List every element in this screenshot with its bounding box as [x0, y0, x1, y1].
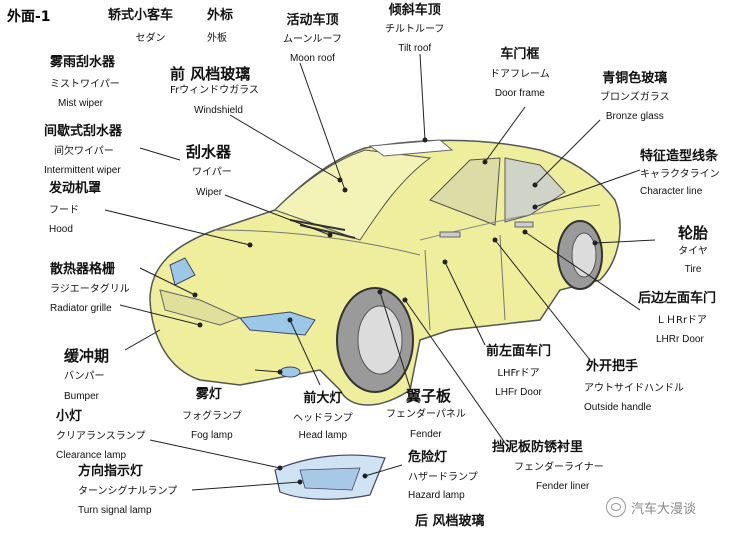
fog-lamp-shape: [279, 366, 301, 378]
label-hood: 发动机罩 フード Hood: [49, 181, 102, 236]
label-door-frame: 车门框 ドアフレーム Door frame: [490, 47, 550, 100]
label-fender-liner: 挡泥板防锈衬里 フェンダーライナー Fender liner: [492, 440, 604, 493]
label-windshield: 前 风档玻璃 Frウィンドウガラス Windshield: [170, 65, 259, 116]
door-line: [424, 234, 506, 331]
label-tire: 轮胎 タイヤ Tire: [678, 224, 709, 275]
front-side-window: [429, 157, 501, 226]
label-rear-door: 后边左面车门 ＬＨRrドア LHRr Door: [638, 291, 717, 346]
label-bumper: 缓冲期 バンパー Bumper: [64, 347, 110, 402]
label-rear-windshield: 后 风档玻璃: [415, 514, 485, 529]
label-hazard-lamp: 危险灯 ハザードランプ Hazard lamp: [408, 450, 478, 502]
left-headlamp: [169, 257, 196, 286]
grille: [159, 289, 242, 326]
label-front-door: 前左面车门 LHFrドア LHFr Door: [486, 344, 552, 399]
label-bronze-glass: 青铜色玻璃 ブロンズガラス Bronze glass: [600, 71, 670, 123]
leader-dots: [192, 137, 598, 485]
label-intermittent-wiper: 间歇式刮水器 间欠ワイパー Intermittent wiper: [44, 124, 123, 177]
label-clearance-lamp: 小灯 クリアランスランプ Clearance lamp: [56, 409, 146, 462]
watermark: 汽车大漫谈: [606, 497, 696, 517]
label-tilt-roof: 倾斜车顶 チルトルーフ Tilt roof: [385, 3, 445, 55]
leader-lines: [104, 53, 656, 491]
page-title: 外面-1: [7, 9, 51, 25]
rear-handle: [514, 221, 534, 228]
front-rim: [357, 305, 403, 375]
label-exterior: 外标 外板: [207, 8, 234, 44]
headlamp: [239, 311, 316, 336]
label-fog-lamp: 雾灯 フォグランプ Fog lamp: [182, 387, 242, 442]
label-mist-wiper: 雾雨刮水器 ミストワイパー Mist wiper: [50, 55, 120, 110]
moon-roof-glass: [368, 139, 454, 157]
label-turn-signal: 方向指示灯 ターンシグナルランプ Turn signal lamp: [78, 464, 178, 517]
label-radiator-grille: 散热器格栅 ラジエータグリル Radiator grille: [50, 262, 130, 315]
label-fender: 翼子板 フェンダーパネル Fender: [386, 387, 466, 440]
rear-rim: [571, 232, 597, 278]
windshield-glass: [274, 149, 432, 241]
lamp-detail-inner: [299, 467, 361, 491]
label-head-lamp: 前大灯 ヘッドランプ Head lamp: [293, 391, 353, 442]
label-character-line: 特征造型线条 キャラクタライン Character line: [640, 149, 720, 198]
wechat-icon: [606, 497, 626, 517]
hood-line: [214, 229, 421, 256]
label-wiper: 刮水器 ワイパー Wiper: [186, 143, 232, 198]
rear-side-window: [504, 157, 566, 223]
front-handle: [439, 231, 461, 238]
watermark-text: 汽车大漫谈: [631, 501, 697, 517]
label-outside-handle: 外开把手 アウトサイドハンドル Outside handle: [584, 359, 684, 414]
label-moon-roof: 活动车顶 ムーンルーフ Moon roof: [283, 13, 342, 65]
label-sedan: 轿式小客车 セダン: [108, 8, 174, 44]
